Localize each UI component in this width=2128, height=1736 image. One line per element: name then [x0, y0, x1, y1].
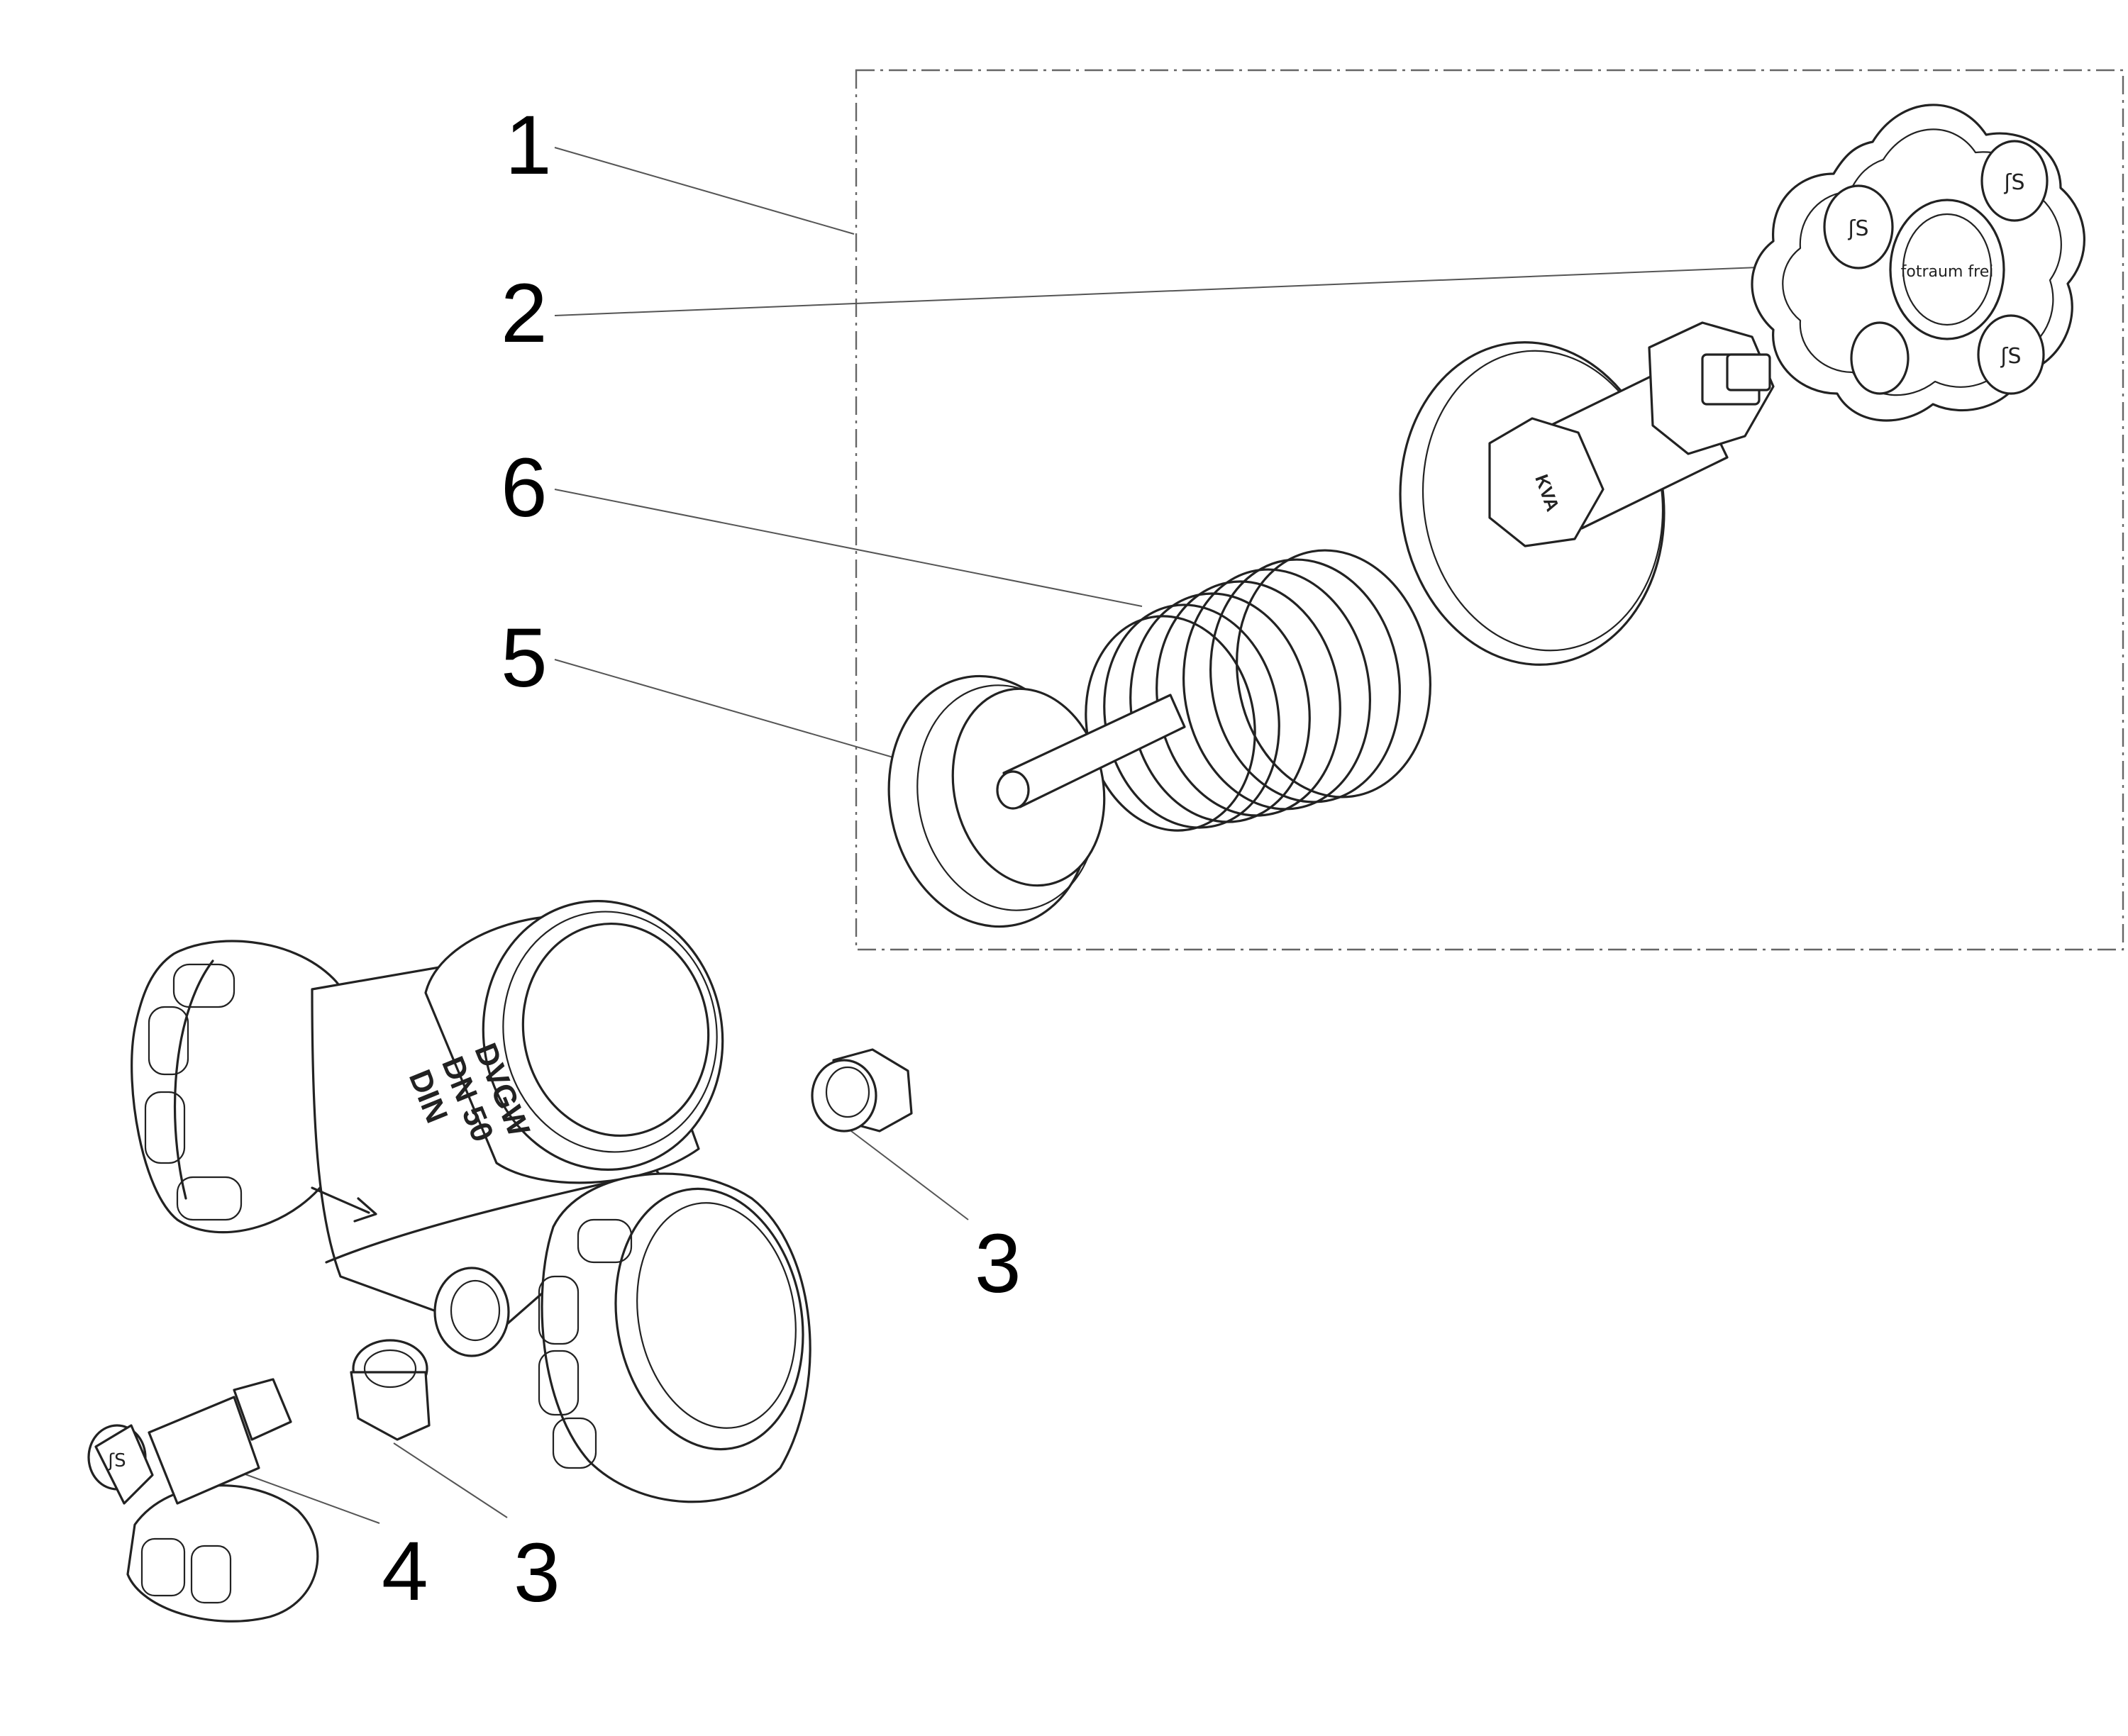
drain-valve: ʃS — [87, 1378, 319, 1623]
logo-mark: ʃS — [107, 1450, 126, 1471]
plug-bottom — [350, 1339, 431, 1441]
bonnet-stem: KVA — [1488, 321, 1775, 547]
leader-4 — [237, 1471, 380, 1524]
leader-2 — [554, 265, 1795, 316]
spring — [1085, 549, 1431, 832]
valve-disc — [887, 674, 1186, 928]
flow-arrow — [311, 1186, 377, 1223]
handwheel: fotraum frei ʃS ʃS ʃS — [1751, 104, 2085, 422]
callout-1: 1 — [505, 99, 552, 192]
plug-right — [811, 1048, 913, 1133]
callout-6: 6 — [501, 441, 548, 535]
callout-3-bottom: 3 — [514, 1526, 560, 1620]
leader-5 — [554, 659, 936, 770]
handwheel-marking: fotraum frei — [1901, 263, 1994, 281]
leader-6 — [554, 489, 1143, 607]
callout-3-right: 3 — [975, 1217, 1021, 1311]
valve-body: DVGW DN 50 DIN — [131, 900, 811, 1503]
leader-1 — [554, 147, 855, 235]
leader-3-right — [850, 1130, 969, 1220]
logo-mark: ʃS — [2003, 170, 2024, 195]
leader-3-bottom — [393, 1442, 508, 1518]
logo-mark: ʃS — [2000, 344, 2021, 369]
assembly-frame — [855, 69, 2124, 951]
callout-5: 5 — [501, 611, 548, 705]
callout-4: 4 — [382, 1525, 428, 1618]
callout-2: 2 — [501, 267, 548, 360]
logo-mark: ʃS — [1847, 216, 1868, 241]
